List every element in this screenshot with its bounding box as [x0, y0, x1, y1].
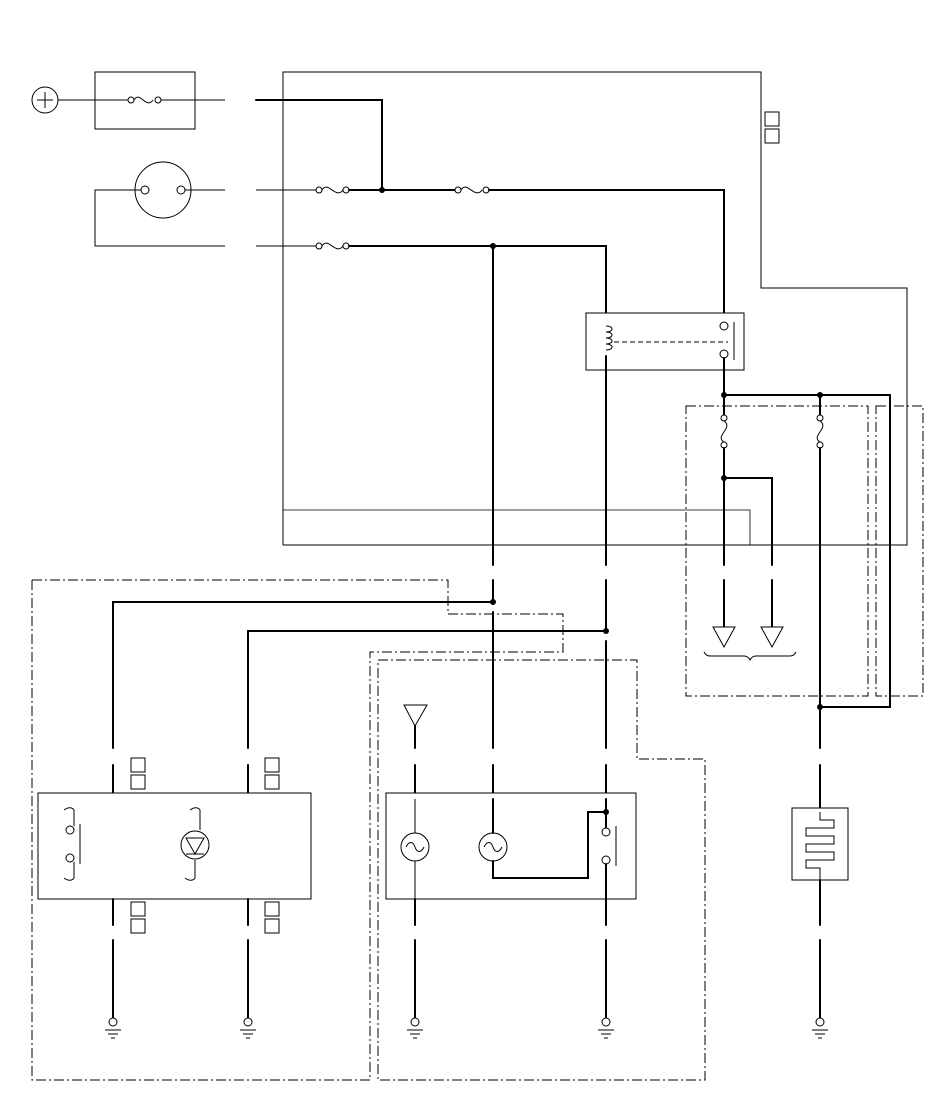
grounds: [105, 1017, 828, 1039]
bulb-icon: [400, 799, 430, 899]
switch-icon: [601, 798, 617, 900]
left-module-region: [31, 579, 609, 1081]
connector-arrow-icon: [712, 626, 736, 649]
fuse-icon: [315, 242, 350, 250]
ground-icon: [812, 1017, 828, 1039]
connector-label-box: [764, 111, 780, 127]
bulb-icon: [478, 832, 508, 862]
left-module-box: [37, 792, 312, 900]
connector-arrow-icon: [760, 626, 784, 649]
right-junction-block: [685, 392, 924, 749]
power-wires: [255, 99, 725, 566]
heater-element-icon: [805, 812, 835, 880]
center-module-region: [377, 611, 706, 1081]
heater-element: [791, 764, 849, 1019]
main-fuse-box: [58, 71, 225, 130]
ground-icon: [105, 1017, 121, 1039]
ground-icon: [407, 1017, 423, 1039]
battery-terminal: [31, 86, 59, 114]
switch-icon: [63, 807, 81, 881]
relay: [585, 312, 745, 566]
fuse-icon: [315, 186, 350, 194]
bracket: [703, 651, 797, 662]
antenna-icon: [403, 704, 428, 728]
relay-coil-icon: [605, 325, 613, 351]
ground-icon: [240, 1017, 256, 1039]
fuse-icon: [720, 414, 728, 449]
connector-label-box: [764, 128, 780, 144]
fuse-icon: [816, 414, 824, 449]
fuse-icon: [454, 186, 490, 194]
ignition-switch: [94, 161, 225, 247]
ground-icon: [598, 1017, 614, 1039]
led-icon: [180, 807, 210, 881]
harness-outlines: [282, 71, 908, 546]
